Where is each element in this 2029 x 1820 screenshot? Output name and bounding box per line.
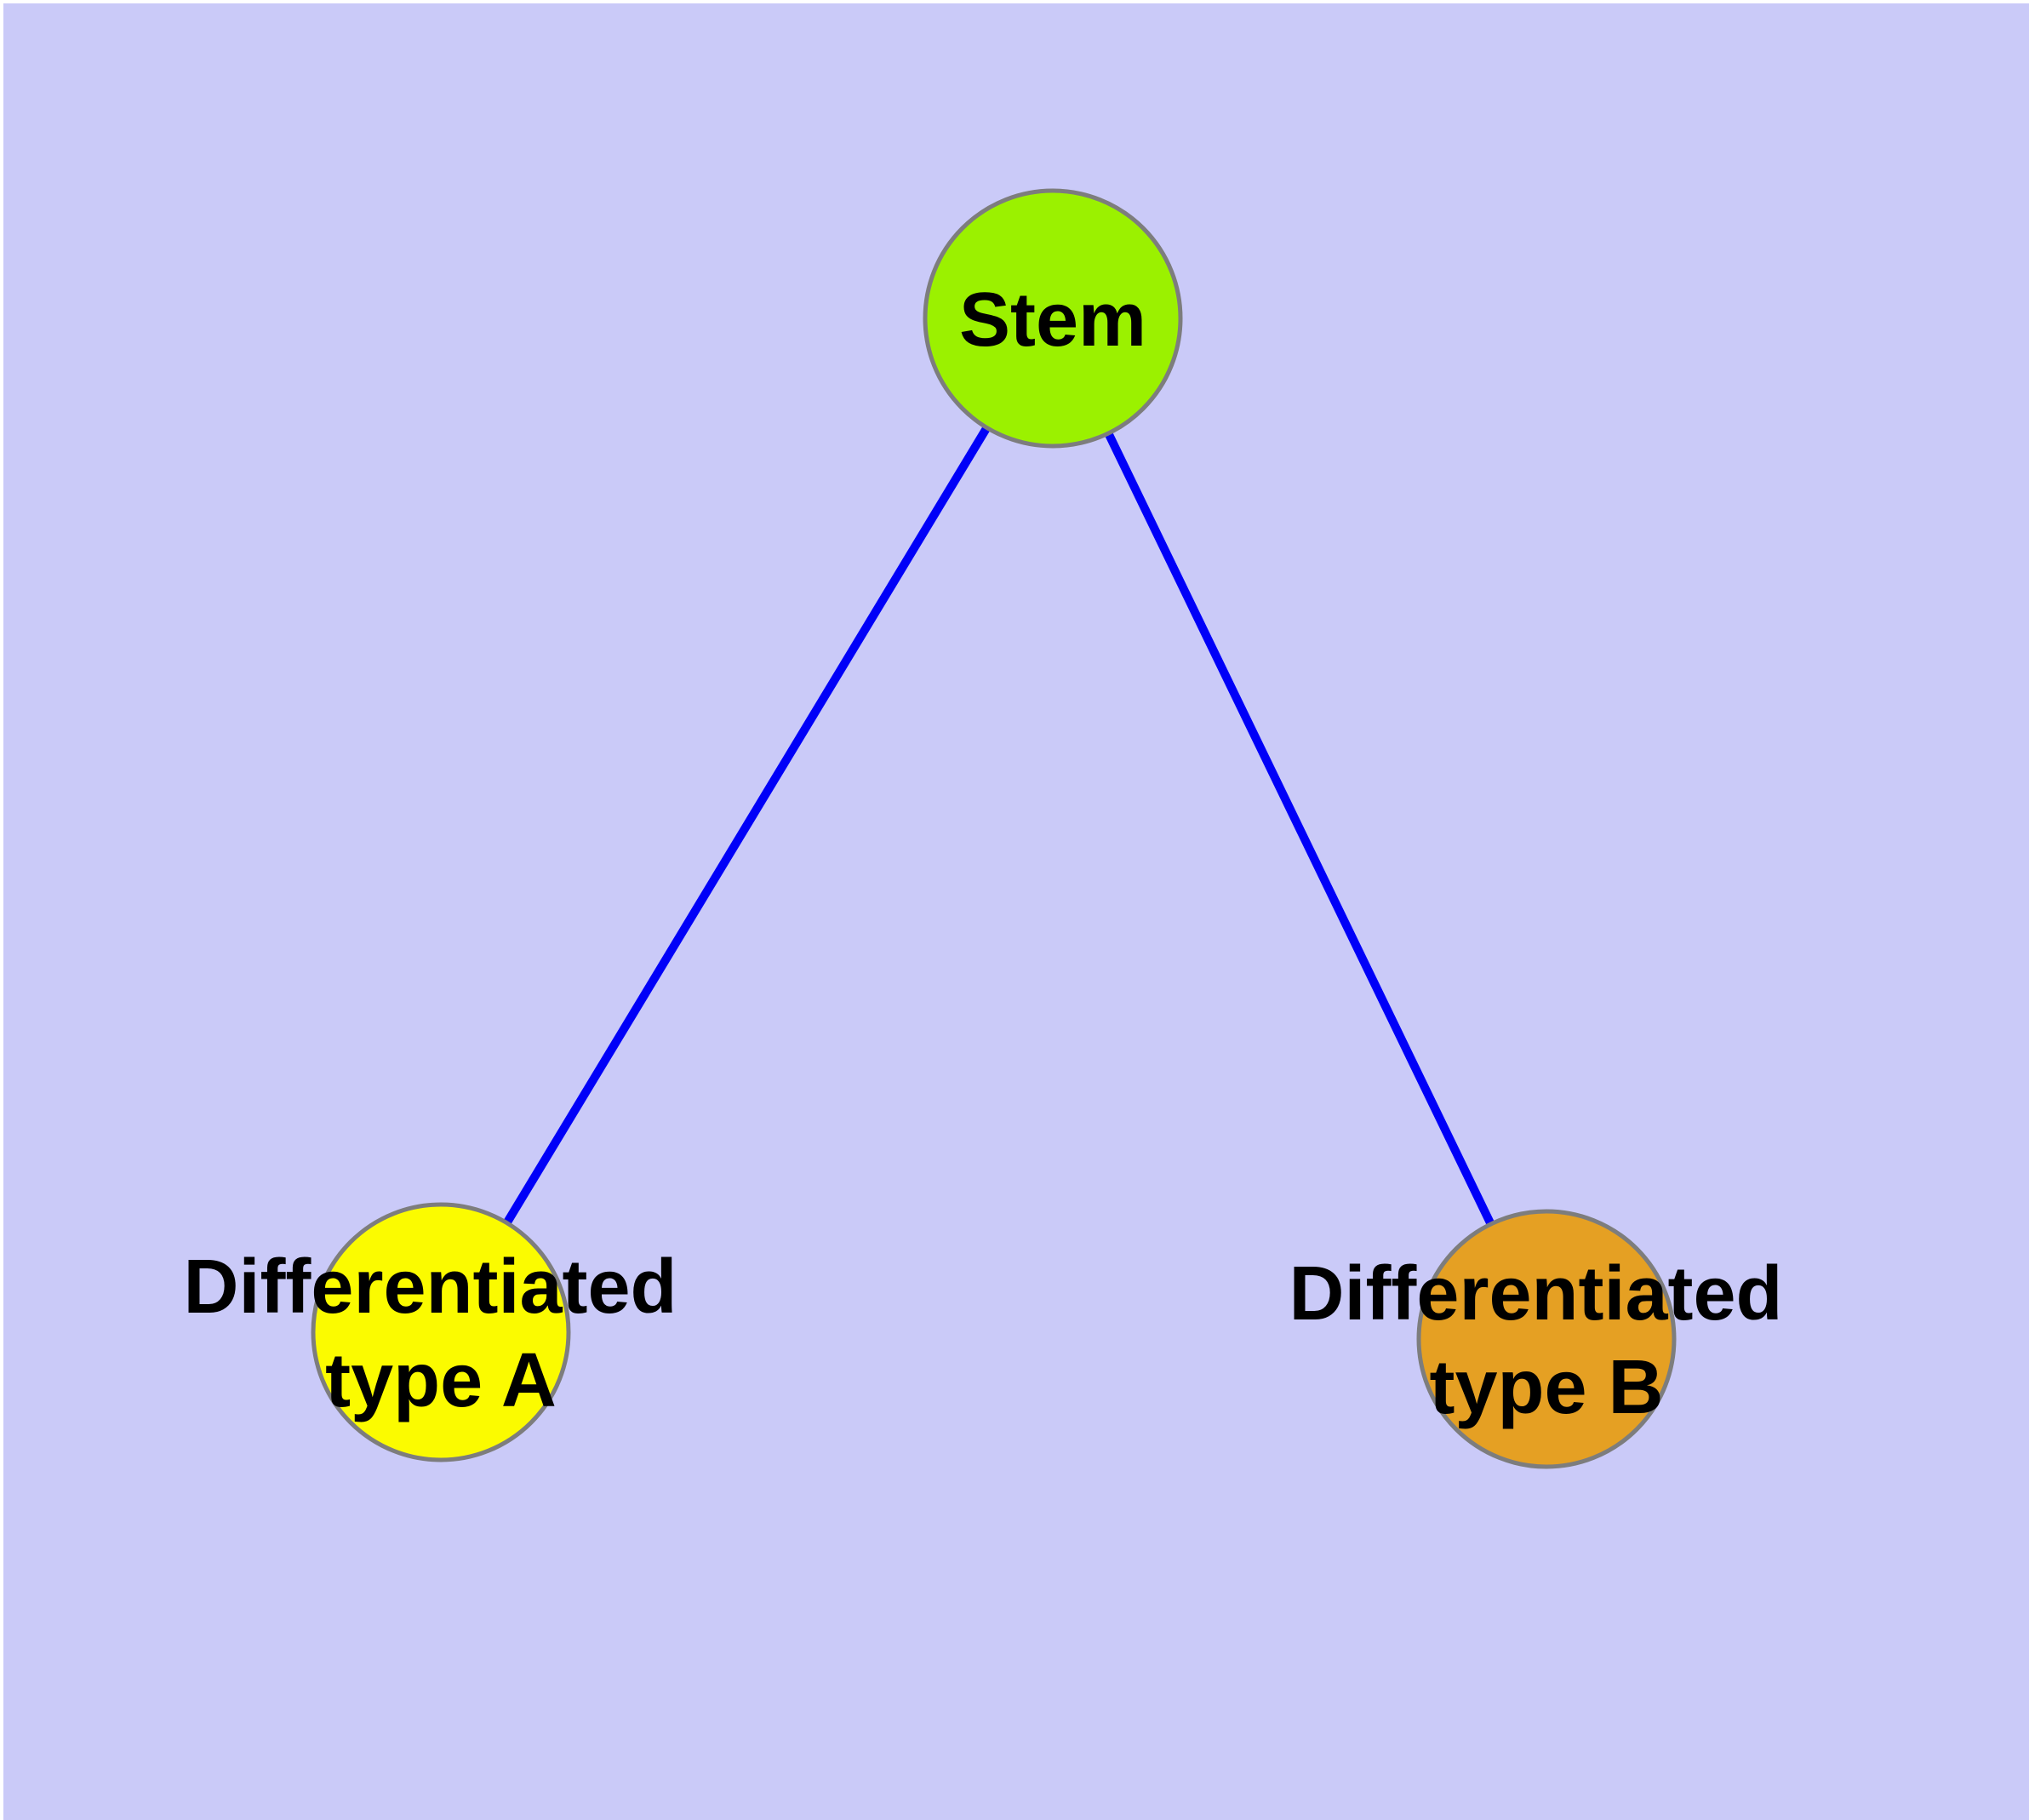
edge-stem-to-type-b — [1049, 316, 1551, 1342]
node-type-b-circle — [1416, 1209, 1677, 1469]
node-type-a-label-line-1: Differentiated — [183, 1245, 677, 1330]
node-type-a-label-line-2: type A — [325, 1338, 557, 1423]
node-type-b-label-line-1: Differentiated — [1289, 1251, 1782, 1336]
node-type-b-label-line-2: type B — [1429, 1345, 1663, 1430]
edge-stem-to-type-a — [437, 316, 1057, 1335]
node-type-a-label: Differentiated type A — [183, 1245, 698, 1423]
node-type-b-label: Differentiated type B — [1289, 1251, 1803, 1430]
node-stem-label: Stem — [959, 278, 1146, 363]
node-stem-circle — [923, 188, 1183, 449]
node-type-a-circle — [311, 1202, 571, 1462]
